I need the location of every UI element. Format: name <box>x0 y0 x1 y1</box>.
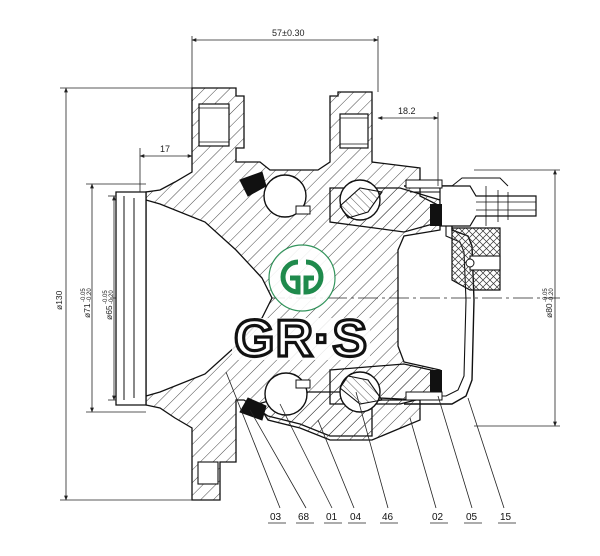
bolt-hole-bottom <box>197 461 219 485</box>
part-label-15: 15 <box>500 512 512 523</box>
part-label-02: 02 <box>432 512 444 523</box>
dim-dia-80-tol-upper: -0.05 <box>543 288 549 302</box>
dim-dia-65-tol-upper: -0.05 <box>103 290 109 304</box>
brand-logo: GR·S <box>234 310 368 368</box>
ball-lower-left <box>264 372 308 416</box>
part-label-46: 46 <box>382 512 394 523</box>
part-label-03: 03 <box>270 512 282 523</box>
dimension-lines <box>60 36 560 501</box>
dim-dia-71-tol-upper: -0.05 <box>81 288 87 302</box>
leader-lines <box>225 371 505 509</box>
dim-17: 17 <box>160 144 170 154</box>
part-label-68: 68 <box>298 512 310 523</box>
seal-upper <box>239 171 267 197</box>
dim-dia-80: ø80 <box>544 303 554 318</box>
dim-57: 57±0.30 <box>272 28 304 38</box>
cage-upper <box>339 187 383 219</box>
dim-dia-130: ø130 <box>54 290 64 310</box>
part-label-04: 04 <box>350 512 362 523</box>
dim-dia-71: ø71 <box>82 303 92 318</box>
bolt-hole-top-2 <box>339 113 369 149</box>
dim-dia-80-tol-lower: -0.20 <box>549 288 555 302</box>
cage-lower <box>339 375 383 405</box>
dim-18-2: 18.2 <box>398 106 416 116</box>
logo-emblem <box>268 244 336 312</box>
part-label-01: 01 <box>326 512 338 523</box>
hub-bore <box>145 199 273 397</box>
dim-dia-65: ø65 <box>104 305 114 320</box>
logo-text: GR·S <box>232 308 370 370</box>
bolt-hole-top <box>198 103 230 147</box>
part-label-05: 05 <box>466 512 478 523</box>
pilot-face <box>115 191 147 406</box>
seal-lower <box>239 397 267 421</box>
dim-dia-71-tol-lower: -0.20 <box>87 288 93 302</box>
part-label-group: 03 68 01 04 46 02 05 15 <box>268 512 516 524</box>
sensor-connector <box>439 185 537 227</box>
dim-dia-65-tol-lower: -0.20 <box>109 290 115 304</box>
